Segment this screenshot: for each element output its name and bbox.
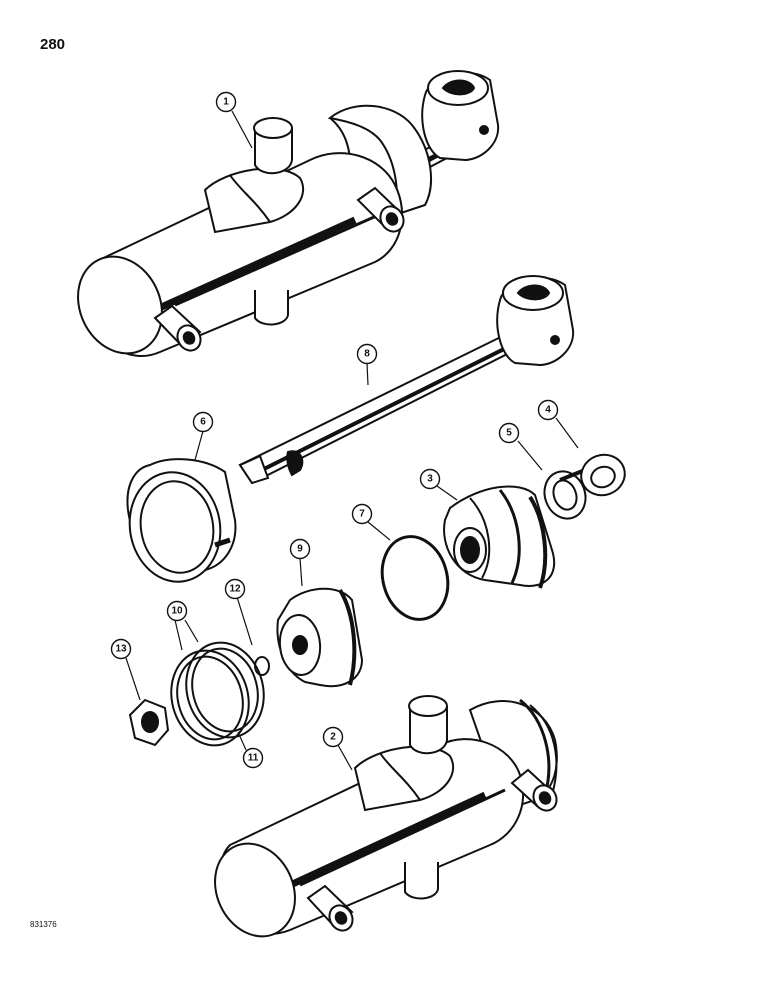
callout-13-label: 13 (115, 644, 127, 655)
cylinder-tube-lower (214, 695, 558, 938)
callout-12: 12 (224, 578, 246, 600)
callout-1-label: 1 (223, 97, 229, 108)
callout-6: 6 (192, 411, 214, 433)
callout-13: 13 (110, 638, 132, 660)
callout-11-label: 11 (248, 753, 259, 764)
piston (276, 587, 364, 688)
lock-nut (128, 698, 170, 747)
callout-12-label: 12 (229, 584, 241, 595)
cylinder-tube-upper (77, 70, 500, 357)
callout-5: 5 (498, 422, 520, 444)
drawing-code: 831376 (30, 920, 57, 929)
gland (443, 485, 556, 589)
piston-seal-rings (170, 641, 265, 747)
callout-10-label: 10 (171, 606, 183, 617)
callout-3-label: 3 (427, 474, 433, 485)
callout-2-label: 2 (330, 732, 336, 743)
wiper (580, 453, 626, 497)
callout-6-label: 6 (200, 417, 206, 428)
page-number: 280 (40, 36, 66, 53)
o-ring (380, 535, 450, 621)
callout-10: 10 (166, 600, 188, 622)
callout-5-label: 5 (506, 428, 512, 439)
callout-9: 9 (289, 538, 311, 560)
leader-lines (125, 110, 579, 771)
callout-9-label: 9 (297, 544, 303, 555)
callout-7: 7 (351, 503, 373, 525)
gland-nut-ring (126, 458, 237, 583)
callout-8-label: 8 (364, 349, 370, 360)
callout-11: 11 (242, 747, 264, 769)
piston-rod (238, 275, 575, 485)
callout-1: 1 (215, 91, 237, 113)
callout-3: 3 (419, 468, 441, 490)
callout-7-label: 7 (359, 509, 365, 520)
callout-2: 2 (322, 726, 344, 748)
callout-8: 8 (356, 343, 378, 365)
callout-4: 4 (537, 399, 559, 421)
callout-4-label: 4 (545, 405, 551, 416)
